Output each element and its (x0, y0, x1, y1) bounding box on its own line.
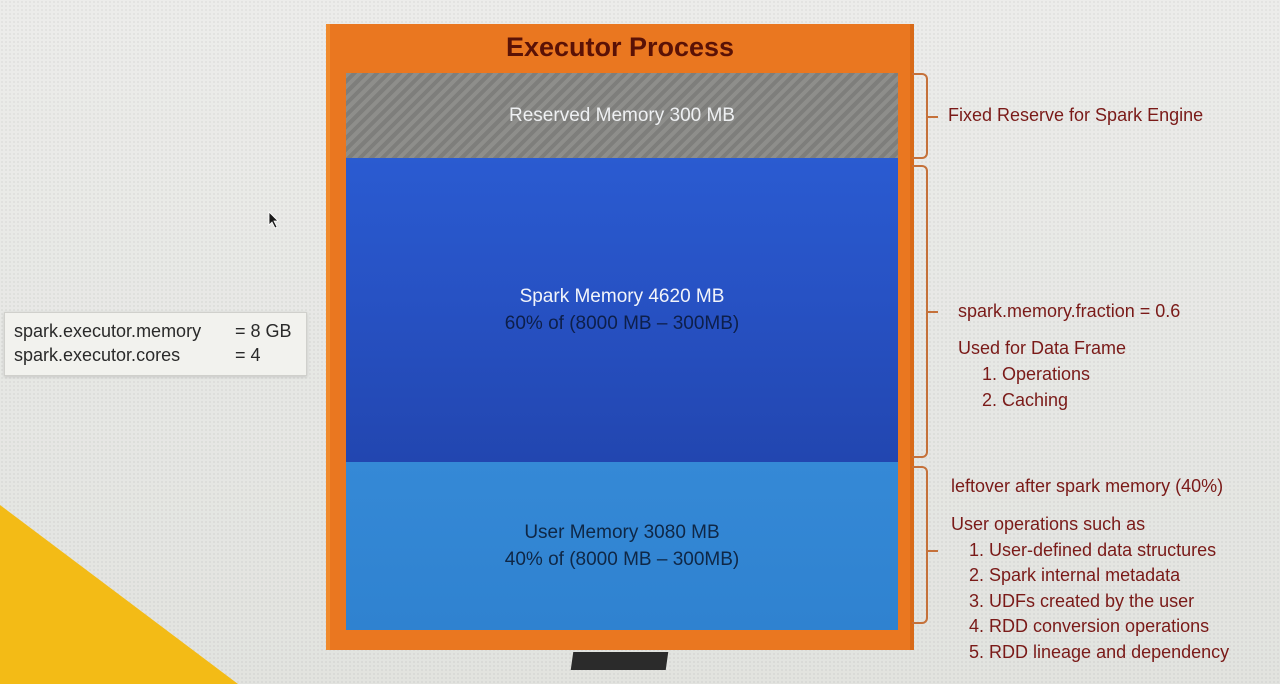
user-memory-formula: 40% of (8000 MB – 300MB) (504, 549, 740, 570)
reserved-memory-label: Reserved Memory 300 MB (509, 105, 735, 126)
reserved-memory-region: Reserved Memory 300 MB (346, 73, 898, 158)
reserved-bracket-tick (928, 116, 938, 118)
config-memory-line: spark.executor.memory = 8 GB (14, 319, 306, 343)
config-memory-value: = 8 GB (235, 321, 292, 341)
executor-title: Executor Process (505, 32, 735, 62)
config-cores-key: spark.executor.cores (14, 345, 181, 365)
user-memory-region: User Memory 3080 MB 40% of (8000 MB – 30… (346, 462, 898, 630)
user-bracket-tick (928, 550, 938, 552)
spark-bracket-tick (928, 311, 938, 313)
user-item-3: 3. UDFs created by the user (969, 591, 1195, 611)
spark-used-for-annotation: Used for Data Frame (958, 338, 1127, 358)
spark-memory-formula: 60% of (8000 MB – 300MB) (504, 313, 740, 334)
user-item-1: 1. User-defined data structures (969, 540, 1217, 560)
user-memory-label: User Memory 3080 MB (524, 522, 720, 543)
spark-item-operations: 1. Operations (982, 364, 1091, 384)
spark-fraction-annotation: spark.memory.fraction = 0.6 (958, 301, 1181, 321)
config-cores-line: spark.executor.cores = 4 (14, 343, 306, 367)
user-header-annotation: User operations such as (951, 514, 1146, 534)
user-bracket (912, 466, 938, 624)
executor-process-box: Executor Process Reserved Memory 300 MB … (326, 24, 914, 650)
config-cores-value: = 4 (235, 345, 261, 365)
config-memory-key: spark.executor.memory (14, 321, 202, 341)
spark-item-caching: 2. Caching (982, 390, 1069, 410)
executor-config-box: spark.executor.memory = 8 GB spark.execu… (4, 312, 307, 376)
mouse-pointer-icon (268, 211, 279, 229)
user-item-5: 5. RDD lineage and dependency (969, 642, 1230, 662)
reserved-annotation: Fixed Reserve for Spark Engine (948, 105, 1204, 125)
spark-memory-label: Spark Memory 4620 MB (519, 286, 725, 307)
spark-bracket (912, 165, 938, 458)
monitor-stand (570, 652, 669, 670)
reserved-bracket (912, 73, 938, 159)
user-item-4: 4. RDD conversion operations (969, 616, 1210, 636)
user-item-2: 2. Spark internal metadata (969, 565, 1181, 585)
user-leftover-annotation: leftover after spark memory (40%) (951, 476, 1224, 496)
spark-memory-region: Spark Memory 4620 MB 60% of (8000 MB – 3… (346, 158, 898, 462)
